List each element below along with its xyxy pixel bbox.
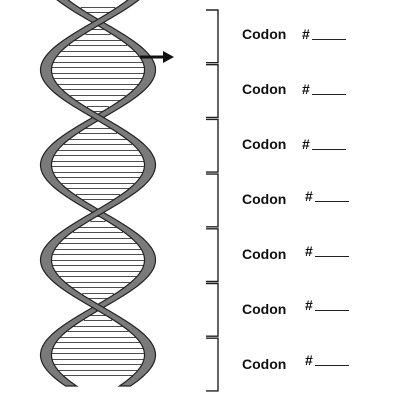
base-pair-rung: [67, 326, 129, 332]
base-pair-rung: [49, 260, 147, 266]
codon-bracket: [206, 64, 219, 119]
base-pair-rung: [49, 161, 147, 167]
base-pair-rung: [56, 51, 140, 57]
codon-brackets: [206, 9, 219, 392]
pointer-arrow: [140, 51, 174, 63]
codon-bracket: [206, 282, 219, 337]
base-pair-rung: [53, 150, 143, 156]
base-pair-rung: [50, 359, 146, 365]
base-pair-rung: [51, 249, 145, 255]
codon-label-4: Codon: [242, 191, 287, 207]
codon-number-blank-7[interactable]: #: [305, 352, 349, 368]
codon-bracket: [206, 118, 219, 173]
helix-strand-front: [39, 0, 157, 387]
base-pair-rung: [70, 95, 126, 101]
codon-number-blank-1[interactable]: #: [302, 26, 346, 42]
helix-strand-back: [39, 0, 157, 387]
base-pair-rung: [57, 84, 139, 90]
codon-label-1: Codon: [242, 26, 287, 42]
base-pair-rung: [50, 73, 146, 79]
base-pair-rung: [58, 370, 138, 376]
codon-number-blank-3[interactable]: #: [302, 136, 346, 152]
base-pair-rung: [66, 282, 130, 288]
base-pair-rung: [61, 183, 135, 189]
base-pair-rungs: [49, 7, 147, 376]
base-pair-rung: [55, 271, 141, 277]
base-pair-rung: [68, 40, 128, 46]
codon-number-blank-2[interactable]: #: [302, 81, 346, 97]
base-pair-rung: [76, 194, 120, 200]
base-pair-rung: [50, 348, 146, 354]
codon-label-5: Codon: [242, 246, 287, 262]
codon-bracket: [206, 337, 219, 392]
helix-strands: [39, 0, 157, 387]
codon-label-2: Codon: [242, 81, 287, 97]
codon-label-3: Codon: [242, 136, 287, 152]
codon-label-7: Codon: [242, 356, 287, 372]
codon-number-blank-4[interactable]: #: [305, 188, 349, 204]
base-pair-rung: [63, 139, 133, 145]
codon-bracket: [206, 228, 219, 283]
codon-number-blank-5[interactable]: #: [305, 243, 349, 259]
base-pair-rung: [52, 172, 144, 178]
codon-bracket: [206, 9, 219, 64]
base-pair-rung: [73, 227, 123, 233]
base-pair-rung: [55, 337, 141, 343]
codon-bracket: [206, 173, 219, 228]
codon-number-blank-6[interactable]: #: [305, 297, 349, 313]
base-pair-rung: [50, 62, 146, 68]
codon-label-6: Codon: [242, 301, 287, 317]
base-pair-rung: [59, 238, 137, 244]
base-pair-rung: [79, 128, 117, 134]
